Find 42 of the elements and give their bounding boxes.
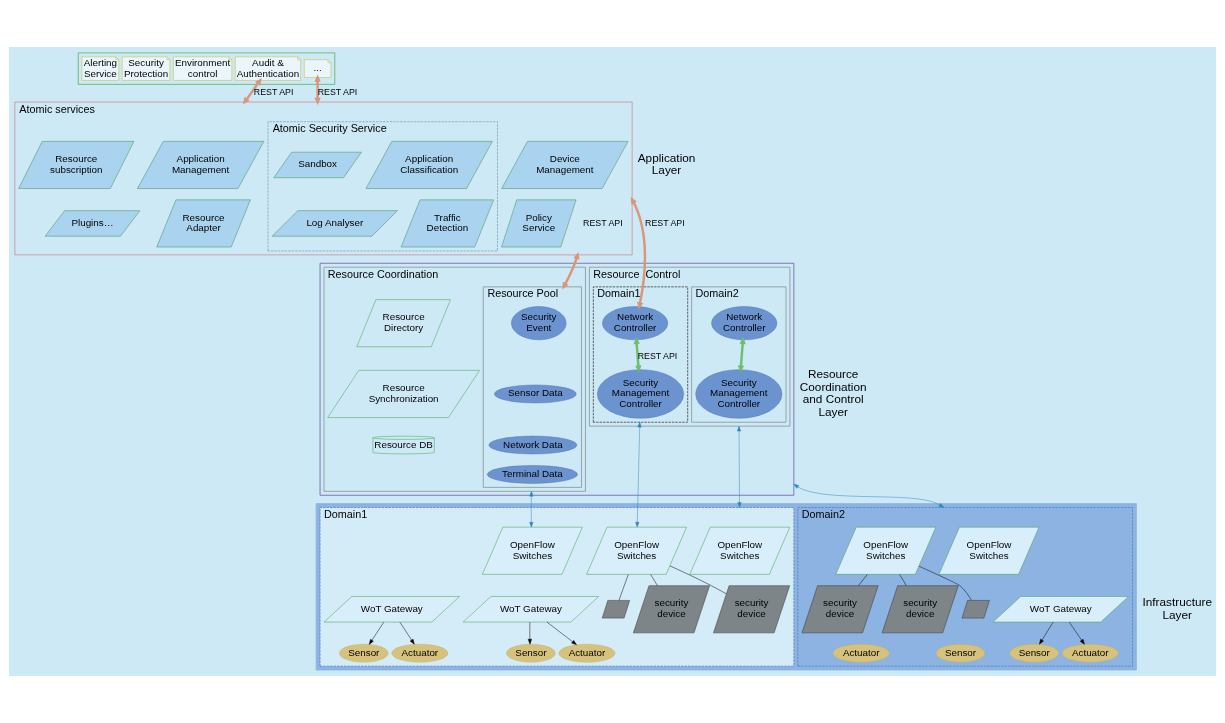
node-ellipse: Actuator <box>391 643 449 663</box>
arrow <box>1039 621 1054 645</box>
edge-label: REST API <box>583 217 623 228</box>
node-ellipse: Sensor <box>339 643 389 663</box>
node-ellipse: Actuator <box>1061 643 1119 663</box>
edge-label: REST API <box>645 217 685 228</box>
edge-label: REST API <box>253 87 294 98</box>
node-ellipse: Actuator <box>832 643 890 663</box>
arrow <box>527 621 532 645</box>
node-ellipse: Terminal Data <box>487 465 578 484</box>
arrow <box>793 483 945 508</box>
edge-label: REST API <box>637 351 678 362</box>
node-ellipse: Network Controller <box>602 306 668 341</box>
arrow <box>562 251 580 290</box>
node-ellipse: Sensor Data <box>494 384 577 404</box>
arrow <box>737 425 742 508</box>
arrow <box>737 336 746 373</box>
arrow <box>529 491 534 528</box>
edge-label: REST API <box>317 87 358 98</box>
node-parallelogram <box>961 600 990 619</box>
node-ellipse: Sensor <box>1009 643 1059 663</box>
node-ellipse: Security Management Controller <box>695 369 783 419</box>
arrow <box>630 196 647 310</box>
arrow <box>635 422 642 528</box>
node-ellipse: Network Controller <box>711 306 778 341</box>
node-ellipse: Security Event <box>511 306 567 341</box>
arrow <box>242 77 262 105</box>
node-ellipse: Sensor <box>506 643 556 663</box>
node-ellipse: Actuator <box>558 643 616 663</box>
arrow <box>1069 621 1085 645</box>
arrow <box>546 621 577 645</box>
label: Resource Coordination and Control Layer <box>799 366 867 419</box>
label: Application Layer <box>637 150 696 177</box>
label: Infrastructure Layer <box>1142 594 1212 621</box>
node-parallelogram <box>601 600 630 619</box>
arrow <box>399 621 415 645</box>
arrow <box>633 336 642 373</box>
node-ellipse: Sensor <box>935 643 986 663</box>
arrow <box>369 621 384 645</box>
node-ellipse: Security Management Controller <box>597 369 684 419</box>
arrow <box>314 74 321 106</box>
node-ellipse: Network Data <box>488 435 578 455</box>
